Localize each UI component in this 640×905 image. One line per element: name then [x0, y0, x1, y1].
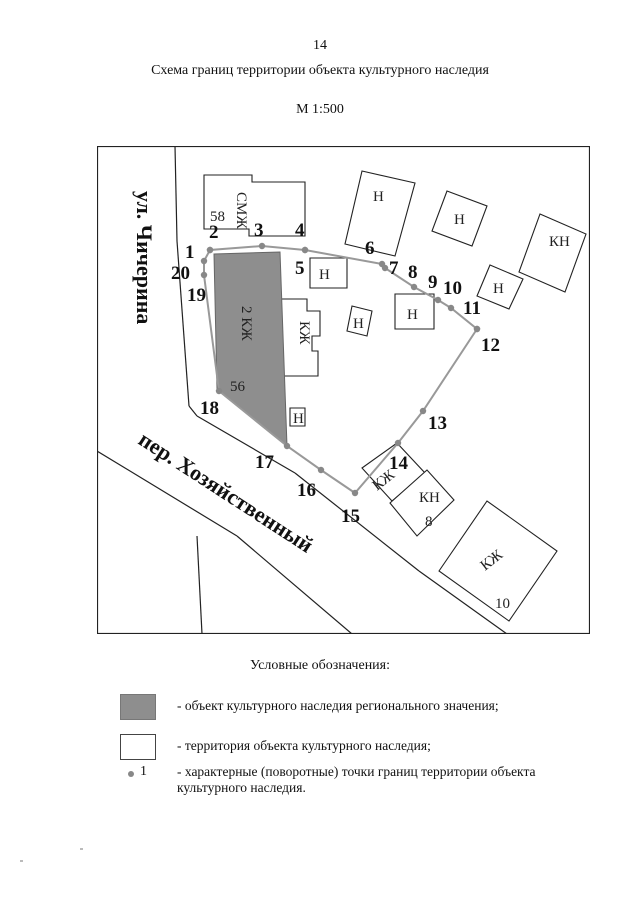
label-heritage-number: 56	[230, 379, 246, 395]
label-n-annex: Н	[293, 411, 304, 427]
boundary-point-marker	[434, 296, 442, 304]
boundary-point-label: 16	[297, 480, 316, 501]
legend-point-label: 1	[140, 764, 147, 779]
label-n-far-right: Н	[493, 281, 504, 297]
boundary-point-marker	[381, 264, 389, 272]
legend-text-territory: - территория объекта культурного наследи…	[177, 738, 431, 753]
boundary-point-marker	[301, 246, 309, 254]
boundary-point-label: 3	[254, 220, 264, 241]
territory-boundary	[203, 244, 479, 495]
label-n-right: Н	[454, 212, 465, 228]
legend-point-marker	[128, 771, 134, 777]
boundary-point-label: 20	[171, 263, 190, 284]
legend-text-points-line1: - характерные (поворотные) точки границ …	[177, 764, 536, 779]
boundary-point-label: 15	[341, 506, 360, 527]
boundary-point-marker	[394, 439, 402, 447]
legend-swatch-heritage	[120, 694, 156, 720]
street-name-chicherina: ул. Чичерина	[132, 191, 157, 324]
building-n-far-right	[476, 264, 524, 310]
label-kn-8: КН	[419, 490, 440, 506]
building-n-annex	[289, 407, 306, 427]
label-n-top: Н	[373, 189, 384, 205]
boundary-point-marker	[283, 442, 291, 450]
legend-swatch-territory	[120, 734, 156, 760]
boundary-point-label: 19	[187, 285, 206, 306]
building-kn-top	[518, 213, 587, 293]
legend-row-heritage: - объект культурного наследия региональн…	[120, 694, 600, 724]
boundary-point-marker	[200, 257, 208, 265]
label-smzh-number: 58	[210, 209, 225, 225]
legend-row-territory: - территория объекта культурного наследи…	[120, 734, 600, 764]
boundary-point-label: 8	[408, 262, 418, 283]
boundary-point-label: 9	[428, 272, 438, 293]
building-kzh-10	[438, 500, 558, 622]
boundary-point-marker	[200, 271, 208, 279]
boundary-point-marker	[447, 304, 455, 312]
boundary-point-label: 7	[389, 258, 399, 279]
boundary-point-label: 4	[295, 220, 305, 241]
building-kn-8	[389, 469, 455, 537]
legend-heading: Условные обозначения:	[249, 658, 391, 673]
building-n-small-5	[309, 257, 348, 289]
scan-speck	[80, 848, 83, 850]
legend-text-points-line2: культурного наследия.	[177, 780, 306, 795]
boundary-point-label: 13	[428, 413, 447, 434]
boundary-point-label: 11	[463, 298, 481, 319]
street-lines	[97, 146, 508, 634]
buildings	[203, 170, 587, 622]
scan-speck	[20, 860, 23, 862]
boundary-point-marker	[419, 407, 427, 415]
building-smzh	[203, 174, 306, 237]
page-number: 14	[313, 38, 327, 53]
boundary-point-label: 12	[481, 335, 500, 356]
label-kzh-10-number: 10	[495, 596, 510, 612]
label-n-5: Н	[319, 267, 330, 283]
building-n-top	[344, 170, 416, 257]
building-n-tiny	[346, 305, 373, 337]
building-n-mid	[394, 293, 435, 330]
boundary-point-label: 14	[389, 453, 409, 474]
boundary-point-label: 17	[255, 452, 275, 473]
building-n-right	[431, 190, 488, 247]
boundary-point-label: 2	[209, 222, 219, 243]
legend-text-points: - характерные (поворотные) точки границ …	[177, 764, 597, 796]
label-kn-8-number: 8	[425, 514, 433, 530]
legend-row-points: 1 - характерные (поворотные) точки грани…	[120, 764, 600, 804]
map-title: Схема границ территории объекта культурн…	[151, 63, 489, 78]
boundary-point-marker	[351, 489, 359, 497]
label-n-mid: Н	[407, 307, 418, 323]
boundary-point-marker	[410, 283, 418, 291]
label-n-tiny: Н	[353, 316, 364, 332]
map-scale: М 1:500	[296, 102, 344, 117]
label-kzh-mid: КЖ	[296, 321, 312, 345]
building-kzh-mid	[279, 298, 321, 377]
label-kn-top: КН	[549, 234, 570, 250]
boundary-point-marker	[317, 466, 325, 474]
boundary-point-label: 6	[365, 238, 375, 259]
label-heritage: 2 КЖ	[238, 306, 254, 341]
boundary-point-label: 18	[200, 398, 219, 419]
boundary-point-label: 1	[185, 242, 195, 263]
boundary-point-label: 5	[295, 258, 305, 279]
boundary-point-label: 10	[443, 278, 462, 299]
label-smzh: СМЖ	[233, 192, 249, 229]
legend-text-heritage: - объект культурного наследия региональн…	[177, 698, 499, 713]
boundary-point-marker	[215, 387, 223, 395]
boundary-point-marker	[473, 325, 481, 333]
boundary-point-marker	[258, 242, 266, 250]
boundary-point-marker	[206, 246, 214, 254]
